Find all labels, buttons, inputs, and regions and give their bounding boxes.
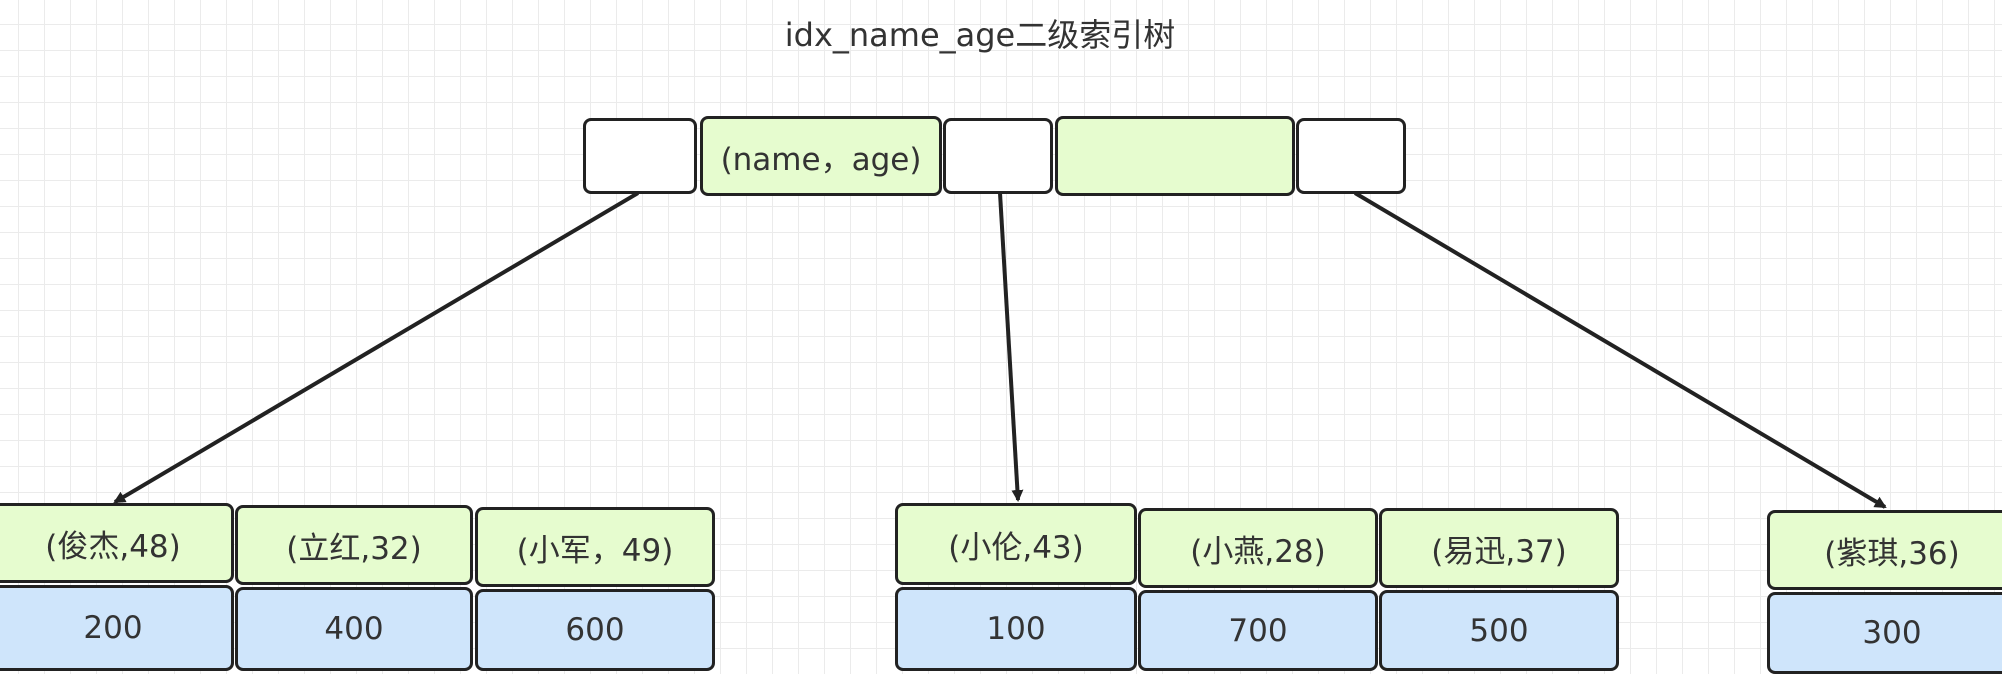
leaf-key-cell: (紫琪,36) xyxy=(1767,510,2002,590)
leaf-value-label: 500 xyxy=(1469,612,1529,649)
leaf-value-cell: 700 xyxy=(1138,590,1378,671)
leaf-key-cell: (俊杰,48) xyxy=(0,503,234,583)
leaf-value-label: 200 xyxy=(83,610,143,646)
leaf-key-label: (立红,32) xyxy=(286,530,422,567)
diagram-title: idx_name_age二级索引树 xyxy=(784,16,1176,54)
leaf-key-label: (小军，49) xyxy=(516,532,674,569)
leaf-key-cell: (易迅,37) xyxy=(1379,508,1619,588)
leaf-value-label: 300 xyxy=(1862,615,1922,651)
arrow-to-middle-leaf xyxy=(998,192,1024,502)
root-key-cell-empty xyxy=(1055,116,1295,196)
leaf-key-cell: (小伦,43) xyxy=(895,503,1137,585)
leaf-value-cell: 300 xyxy=(1767,592,2002,674)
leaf-value-label: 700 xyxy=(1228,612,1288,649)
leaf-value-cell: 100 xyxy=(895,587,1137,671)
leaf-key-label: (小燕,28) xyxy=(1190,533,1326,570)
leaf-value-label: 400 xyxy=(324,611,384,647)
leaf-key-cell: (小燕,28) xyxy=(1138,508,1378,588)
leaf-value-label: 600 xyxy=(565,612,625,648)
leaf-key-label: (小伦,43) xyxy=(948,529,1084,566)
arrow-to-right-leaf xyxy=(1353,191,1887,509)
leaf-value-cell: 400 xyxy=(235,587,473,671)
arrow-to-left-leaf xyxy=(113,191,640,504)
root-key-label: (name，age) xyxy=(720,141,922,178)
leaf-key-label: (俊杰,48) xyxy=(45,528,181,565)
leaf-value-cell: 200 xyxy=(0,585,234,671)
root-pointer-right xyxy=(1296,118,1406,194)
leaf-key-cell: (小军，49) xyxy=(475,507,715,587)
root-key-cell: (name，age) xyxy=(700,116,942,196)
leaf-key-label: (易迅,37) xyxy=(1431,533,1567,570)
leaf-key-label: (紫琪,36) xyxy=(1824,535,1960,572)
leaf-key-cell: (立红,32) xyxy=(235,505,473,585)
leaf-value-cell: 600 xyxy=(475,589,715,671)
leaf-value-label: 100 xyxy=(986,611,1046,647)
leaf-value-cell: 500 xyxy=(1379,590,1619,671)
root-pointer-middle xyxy=(943,118,1053,194)
root-pointer-left xyxy=(583,118,697,194)
